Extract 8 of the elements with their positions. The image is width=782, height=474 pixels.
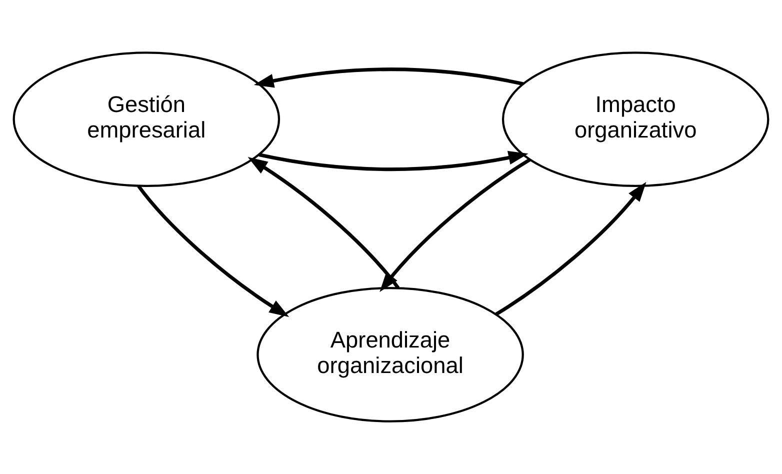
arrow <box>254 68 524 88</box>
arrow <box>137 185 290 318</box>
arrow <box>495 182 646 316</box>
arrow <box>258 150 528 172</box>
node-ellipse: Aprendizaje organizacional <box>256 286 524 422</box>
arrow <box>248 157 400 290</box>
node-ellipse: Gestión empresarial <box>12 52 280 188</box>
node-ellipse: Impacto organizativo <box>502 52 770 188</box>
